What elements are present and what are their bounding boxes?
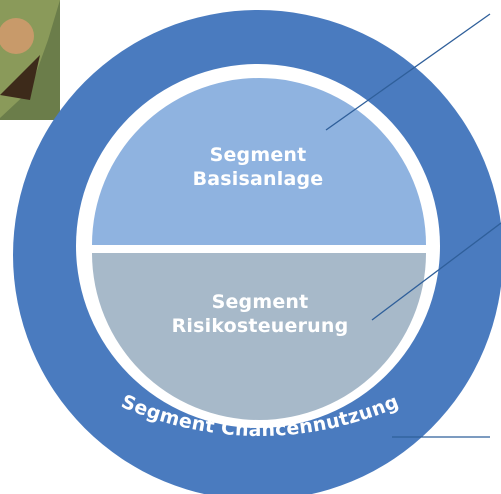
top-segment-line1: Segment <box>209 144 307 166</box>
top-segment-line2: Basisanlage <box>192 168 324 190</box>
top-segment-label: Segment Basisanlage <box>168 143 348 191</box>
bottom-half-segment <box>92 253 426 420</box>
leader-lines <box>325 13 501 438</box>
top-half-segment <box>92 78 426 245</box>
bottom-segment-line2: Risikosteuerung <box>171 315 349 337</box>
corner-photo <box>0 0 60 120</box>
bottom-segment-line1: Segment <box>211 291 309 313</box>
leader-line-middle <box>371 222 501 321</box>
bottom-segment-label: Segment Risikosteuerung <box>150 290 370 338</box>
leader-line-top <box>325 13 491 131</box>
